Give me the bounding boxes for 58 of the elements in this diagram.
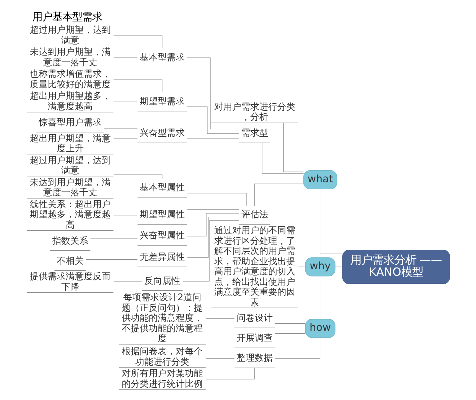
- node-box: why: [304, 258, 336, 277]
- node-text: 根据问卷表，对每个功能进行分类: [122, 346, 203, 368]
- node-text: 无差异属性: [140, 252, 185, 264]
- node-text: 不相关: [56, 256, 84, 267]
- node-text: 基本型属性: [140, 182, 185, 194]
- node-text: 未达到用户期望，满意度一落千丈: [29, 47, 110, 68]
- node-text: 未达到用户期望，满意度一落千丈: [29, 177, 110, 199]
- diagram-title: 用户基本型需求: [32, 12, 102, 24]
- node-box: how: [304, 319, 336, 338]
- connector: [113, 215, 138, 216]
- node-text: 兴奋型属性: [140, 230, 185, 242]
- node-text: 整理数据: [236, 353, 272, 364]
- connector: [320, 280, 342, 320]
- node-text: 惊喜型用户需求: [38, 117, 102, 128]
- connector: [320, 188, 342, 254]
- node-text: 兴奋型需求: [140, 128, 185, 140]
- connector: [85, 259, 138, 260]
- node-text: 基本型需求: [140, 52, 185, 64]
- connector: [186, 193, 247, 206]
- connector: [113, 138, 138, 139]
- node-text: 期望型属性: [140, 210, 185, 221]
- node-box: 用户需求分析 ——KANO模型: [342, 250, 450, 284]
- connector: [254, 184, 304, 206]
- connector: [298, 266, 306, 268]
- node-box: what: [303, 170, 337, 190]
- node-text: 反向属性: [144, 276, 180, 287]
- connector: [262, 143, 304, 174]
- node-text: 评估法: [240, 210, 268, 221]
- connector: [334, 266, 342, 268]
- node-text: 问卷设计: [236, 313, 272, 324]
- connector: [205, 358, 234, 359]
- node-text: 需求型: [240, 128, 268, 140]
- node-text: 超过用户期望，达到满意: [29, 155, 110, 177]
- node-text: 每项需求设计2道问题（正反问句）：提供功能的满意程度，不提供功能的满意程度: [122, 292, 203, 345]
- node-text: 开展调查: [236, 333, 272, 344]
- node-text: 超过用户期望，达到满意: [29, 25, 110, 46]
- node-text: 超出用户期望越多，满意度越高: [29, 91, 110, 112]
- node-text: 期望型需求: [140, 96, 185, 108]
- connector: [182, 220, 239, 282]
- node-text: 也称需求增值需求，质量比较好的满意度: [29, 69, 110, 90]
- node-text: 超出用户期望，满意度上升: [29, 133, 110, 155]
- connector: [90, 238, 138, 240]
- connector: [205, 318, 234, 320]
- connector: [186, 106, 239, 134]
- connector: [186, 138, 240, 139]
- connector: [283, 122, 304, 172]
- node-text: 提供需求满意度反而下降: [29, 272, 110, 293]
- node-text: 对用户需求进行分类，分析: [214, 102, 295, 124]
- connector: [186, 58, 239, 130]
- node-text: 指数关系: [52, 236, 88, 247]
- connector: [104, 128, 138, 129]
- connector: [274, 338, 320, 360]
- node-text: 线性关系：超出用户期望越多，满意度越高: [29, 199, 110, 231]
- connector: [186, 213, 239, 237]
- connector: [186, 216, 239, 258]
- node-text: 对所有用户对某功能的分类进行统计比例: [122, 368, 203, 390]
- node-text: 通过对用户的不同需求进行区分处理，了解不同层次的用户需求，帮助企业找出提高用户满意度的切入点，给出找出使用户满意度至关重要的因素: [214, 226, 295, 308]
- connector: [113, 281, 142, 282]
